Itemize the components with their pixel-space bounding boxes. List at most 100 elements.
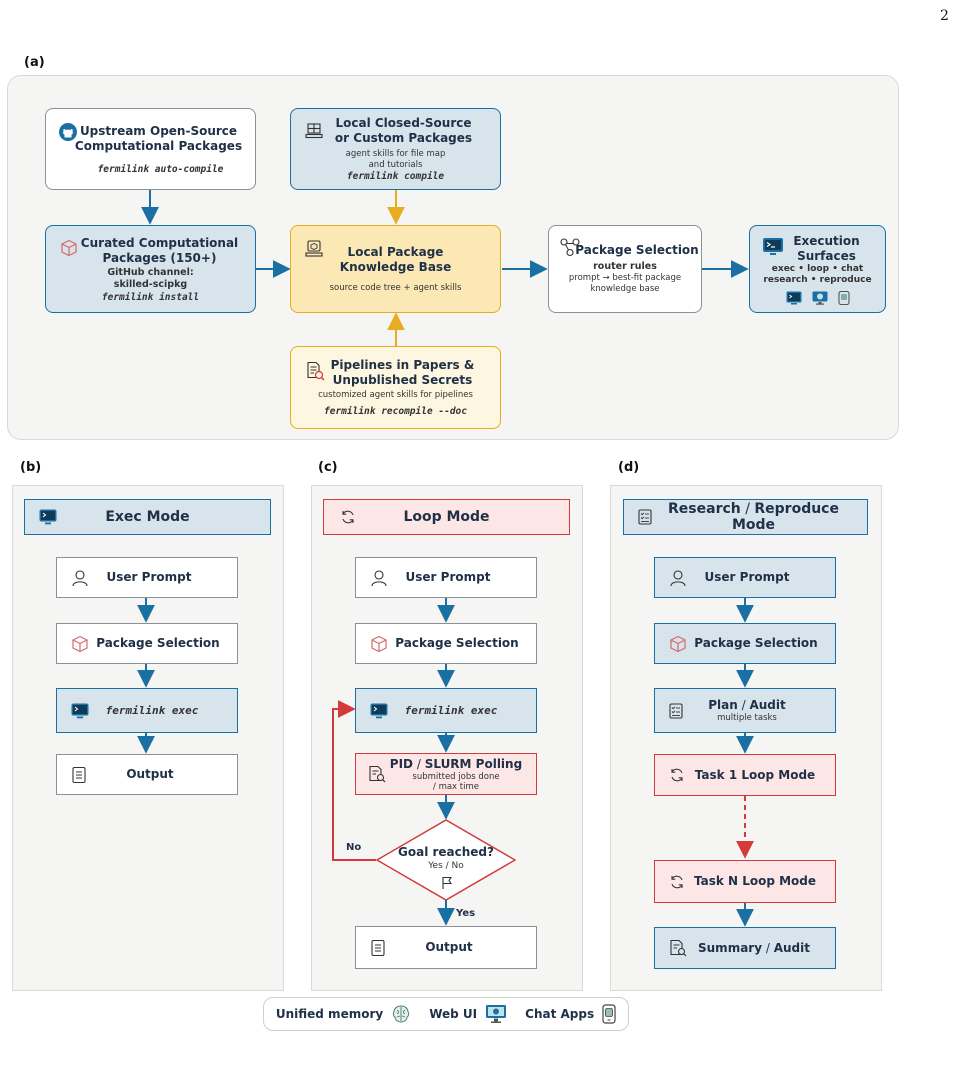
local-closed-title-2: or Custom Packages [334, 131, 473, 145]
upstream-title-2: Computational Packages [74, 138, 243, 153]
d-summary-box: Summary / Audit [654, 927, 836, 969]
c-user-prompt-label: User Prompt [405, 570, 491, 584]
selection-sub-1: prompt → best-fit package [568, 273, 682, 283]
knowledge-title-2: Knowledge Base [339, 259, 452, 274]
local-closed-sub-1: agent skills for file map [345, 149, 446, 159]
d-summary-title-sep: / [762, 940, 774, 955]
d-plan-sub: multiple tasks [717, 712, 777, 723]
c-polling-title-pid: PID [389, 756, 414, 771]
phone-icon [602, 1004, 616, 1024]
cube-icon [670, 635, 686, 652]
b-exec-box: fermilink exec [56, 688, 238, 733]
c-polling-sub-1: submitted jobs done [412, 771, 500, 782]
b-output-label: Output [126, 767, 174, 781]
d-plan-title-a: Plan [708, 697, 738, 712]
document-search-icon [307, 361, 325, 381]
user-icon [670, 569, 686, 586]
legend-bar: Unified memory Web UI Chat Apps [263, 997, 629, 1031]
panel-label-d: (d) [618, 460, 640, 475]
knowledge-title-1: Local Package [347, 244, 444, 259]
c-package-selection-box: Package Selection [355, 623, 537, 664]
monitor-small-icon [812, 291, 827, 305]
execution-surfaces-box: Execution Surfaces exec • loop • chat re… [749, 225, 886, 313]
user-icon [371, 569, 387, 586]
c-polling-title-sep: / [413, 756, 425, 771]
upstream-command: fermilink auto-compile [97, 163, 224, 175]
c-package-selection-label: Package Selection [395, 636, 519, 650]
flag-icon [442, 876, 453, 889]
terminal-icon [763, 238, 783, 255]
loop-icon [671, 875, 683, 888]
curated-title-1: Curated Computational [80, 235, 239, 250]
terminal-icon [71, 703, 89, 718]
d-plan-title-sep: / [737, 697, 750, 712]
d-task1-label: Task 1 Loop Mode [694, 767, 816, 782]
yes-label: Yes [456, 908, 476, 919]
panel-label-a: (a) [24, 55, 45, 70]
package-grid-icon [305, 123, 323, 139]
knowledge-sub: source code tree + agent skills [329, 282, 462, 293]
terminal-small-icon [786, 291, 801, 304]
b-user-prompt-box: User Prompt [56, 557, 238, 598]
b-exec-label: fermilink exec [105, 704, 199, 717]
c-polling-box: PID / SLURM Polling submitted jobs done … [355, 753, 537, 795]
pipelines-title-1: Pipelines in Papers & [330, 358, 475, 372]
checklist-icon [669, 702, 683, 719]
phone-small-icon [837, 290, 850, 305]
pipelines-sub: customized agent skills for pipelines [318, 390, 473, 400]
curated-sub-1: GitHub channel: [107, 266, 194, 278]
d-summary-title-a: Summary [698, 940, 763, 955]
b-output-box: Output [56, 754, 238, 795]
loop-icon [671, 768, 683, 782]
pipelines-title-2: Unpublished Secrets [332, 373, 473, 387]
cube-icon [61, 239, 77, 257]
arrow-c-no-loop [332, 700, 376, 861]
terminal-icon [39, 509, 57, 525]
page-number: 2 [940, 8, 949, 24]
document-icon [72, 766, 86, 783]
c-user-prompt-box: User Prompt [355, 557, 537, 598]
knowledge-base-icon [305, 240, 323, 257]
loop-mode-title: Loop Mode [403, 509, 490, 525]
pipelines-command: fermilink recompile --doc [324, 406, 467, 417]
d-taskn-box: Task N Loop Mode [654, 860, 836, 903]
curated-sub-2: skilled-scipkg [113, 278, 188, 290]
b-user-prompt-label: User Prompt [106, 570, 192, 584]
checklist-icon [638, 509, 652, 525]
research-mode-title-sep: / [740, 501, 755, 517]
terminal-icon [370, 703, 388, 718]
knowledge-base-box: Local Package Knowledge Base source code… [290, 225, 501, 313]
legend-memory-label: Unified memory [275, 1007, 384, 1021]
cube-icon [72, 635, 88, 652]
legend-chat-label: Chat Apps [525, 1007, 595, 1021]
panel-label-c: (c) [318, 460, 338, 475]
github-icon [59, 123, 77, 141]
pipelines-box: Pipelines in Papers & Unpublished Secret… [290, 346, 501, 429]
loop-mode-header: Loop Mode [323, 499, 570, 535]
local-closed-title-1: Local Closed-Source [335, 116, 472, 130]
curated-command: fermilink install [101, 291, 200, 303]
c-output-label: Output [425, 940, 473, 954]
execution-title-1: Execution [793, 233, 860, 248]
local-closed-sub-2: and tutorials [368, 160, 423, 170]
upstream-packages-box: Upstream Open-Source Computational Packa… [45, 108, 256, 190]
curated-title-2: Packages (150+) [102, 250, 217, 265]
d-summary-title-b: Audit [773, 940, 810, 955]
d-task1-box: Task 1 Loop Mode [654, 754, 836, 796]
b-package-selection-box: Package Selection [56, 623, 238, 664]
research-mode-header: Research / Reproduce Mode [623, 499, 868, 535]
monitor-icon [486, 1005, 507, 1023]
loop-icon [342, 510, 354, 524]
cube-icon [371, 635, 387, 652]
no-label: No [346, 842, 362, 853]
document-search-icon [369, 765, 386, 783]
b-package-selection-label: Package Selection [96, 636, 220, 650]
selection-router-rules: router rules [593, 261, 657, 272]
selection-sub-2: knowledge base [590, 284, 660, 294]
document-icon [371, 939, 385, 956]
execution-surface-icons [786, 290, 850, 305]
router-icon [560, 238, 580, 257]
exec-mode-header: Exec Mode [24, 499, 271, 535]
c-polling-sub-2: / max time [433, 781, 479, 792]
